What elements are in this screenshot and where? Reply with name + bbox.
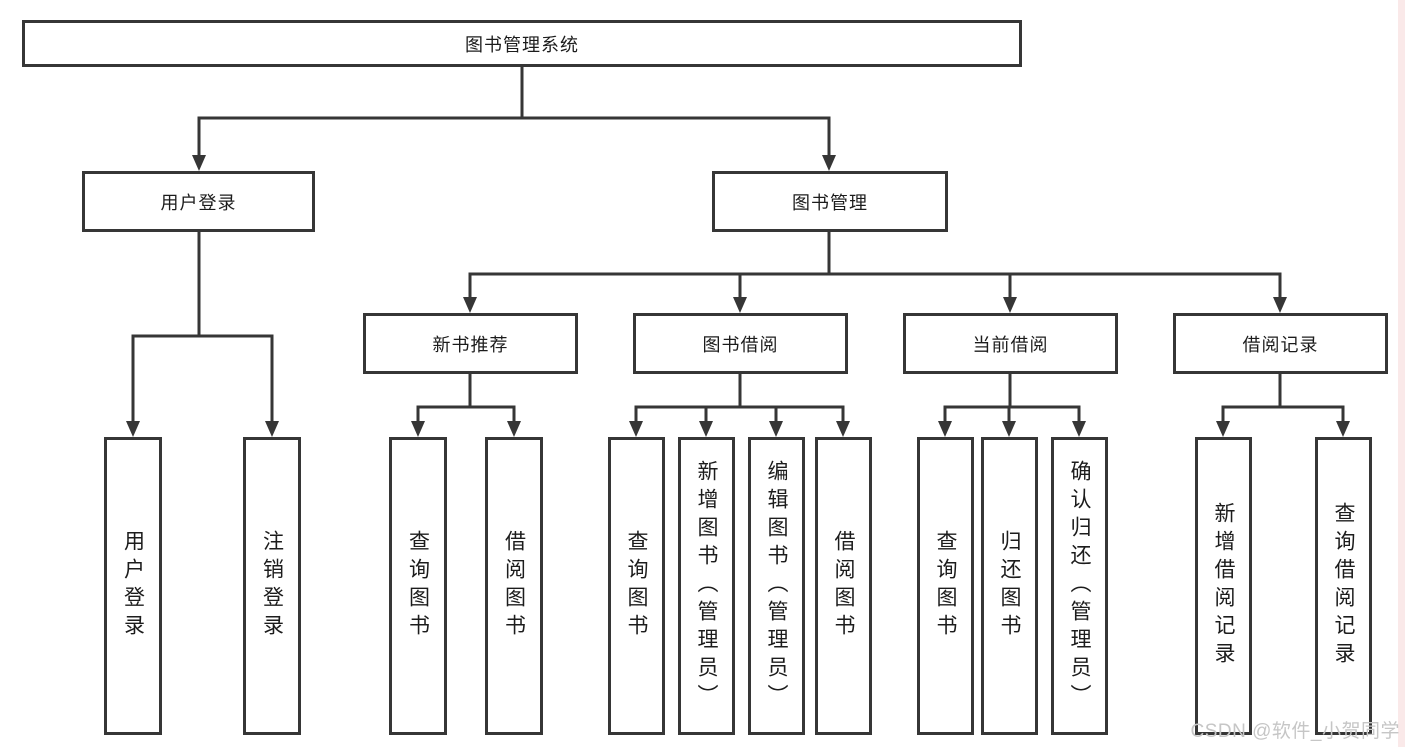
node-leaf-current-confirm-return: 确认归还（管理员）	[1051, 437, 1108, 735]
node-leaf-borrowing-query-books: 查询图书	[608, 437, 665, 735]
node-book-borrowing: 图书借阅	[633, 313, 848, 374]
node-leaf-records-query-record: 查询借阅记录	[1315, 437, 1372, 735]
node-leaf-borrowing-add-books: 新增图书（管理员）	[678, 437, 735, 735]
node-user-login-group: 用户登录	[82, 171, 315, 232]
node-leaf-records-add-record: 新增借阅记录	[1195, 437, 1252, 735]
node-leaf-current-query-books: 查询图书	[917, 437, 974, 735]
node-new-book-recommend: 新书推荐	[363, 313, 578, 374]
node-borrowing-records: 借阅记录	[1173, 313, 1388, 374]
node-leaf-borrowing-borrow-books: 借阅图书	[815, 437, 872, 735]
node-root-system: 图书管理系统	[22, 20, 1022, 67]
node-leaf-user-login: 用户登录	[104, 437, 162, 735]
node-leaf-borrowing-edit-books: 编辑图书（管理员）	[748, 437, 805, 735]
node-leaf-logout: 注销登录	[243, 437, 301, 735]
node-current-borrowing: 当前借阅	[903, 313, 1118, 374]
csdn-watermark: CSDN @软件_小贺同学	[1190, 721, 1400, 742]
node-leaf-current-return-books: 归还图书	[981, 437, 1038, 735]
right-edge-tint	[1398, 0, 1405, 747]
node-book-management: 图书管理	[712, 171, 948, 232]
node-leaf-recommend-query-books: 查询图书	[389, 437, 447, 735]
node-leaf-recommend-borrow-books: 借阅图书	[485, 437, 543, 735]
